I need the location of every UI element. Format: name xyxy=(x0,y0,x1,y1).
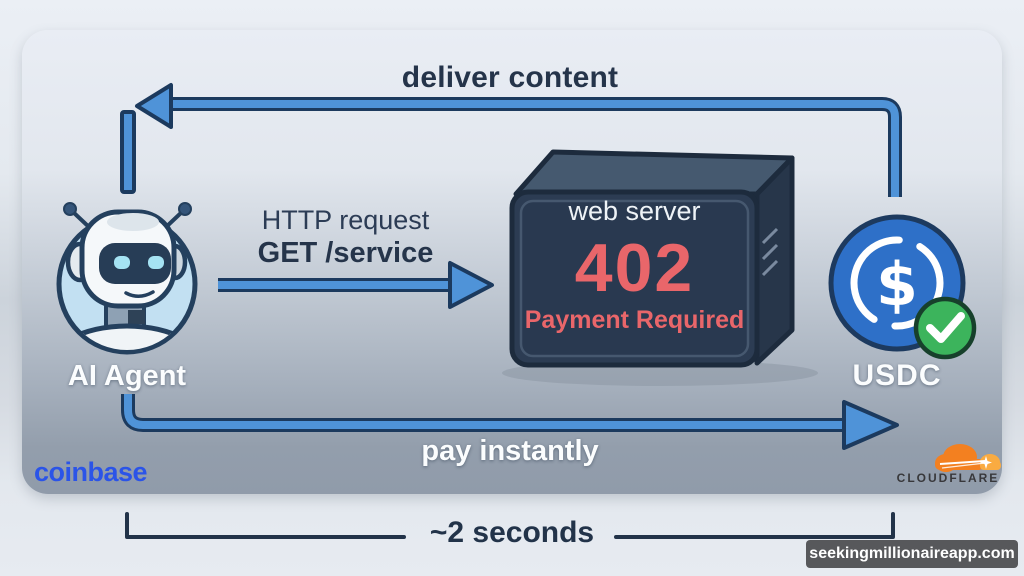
pay-arrow-icon xyxy=(121,394,899,450)
pay-instantly-label: pay instantly xyxy=(421,435,599,467)
deliver-content-arrow-icon xyxy=(120,83,902,197)
deliver-content-label: deliver content xyxy=(401,61,619,94)
status-code-402: 402 xyxy=(574,230,695,306)
server-box-icon xyxy=(502,149,818,386)
coinbase-logo: coinbase xyxy=(34,457,148,487)
timing-bracket-icon xyxy=(125,512,895,539)
http-request-arrow-icon xyxy=(218,261,494,309)
check-badge-icon xyxy=(913,296,977,360)
get-service-label: GET /service xyxy=(257,237,434,269)
timing-label: ~2 seconds xyxy=(429,516,595,549)
watermark-badge: seekingmillionaireapp.com xyxy=(806,540,1018,568)
web-server-label: web server xyxy=(568,196,701,226)
dollar-symbol: $ xyxy=(876,250,918,320)
ai-agent-label: AI Agent xyxy=(67,360,187,392)
cloudflare-wordmark: CLOUDFLARE xyxy=(896,471,1000,485)
robot-icon xyxy=(56,202,198,355)
http-request-label: HTTP request xyxy=(261,205,430,235)
payment-required-label: Payment Required xyxy=(524,306,745,334)
cloudflare-cloud-icon xyxy=(935,444,1001,472)
usdc-label: USDC xyxy=(852,359,942,392)
